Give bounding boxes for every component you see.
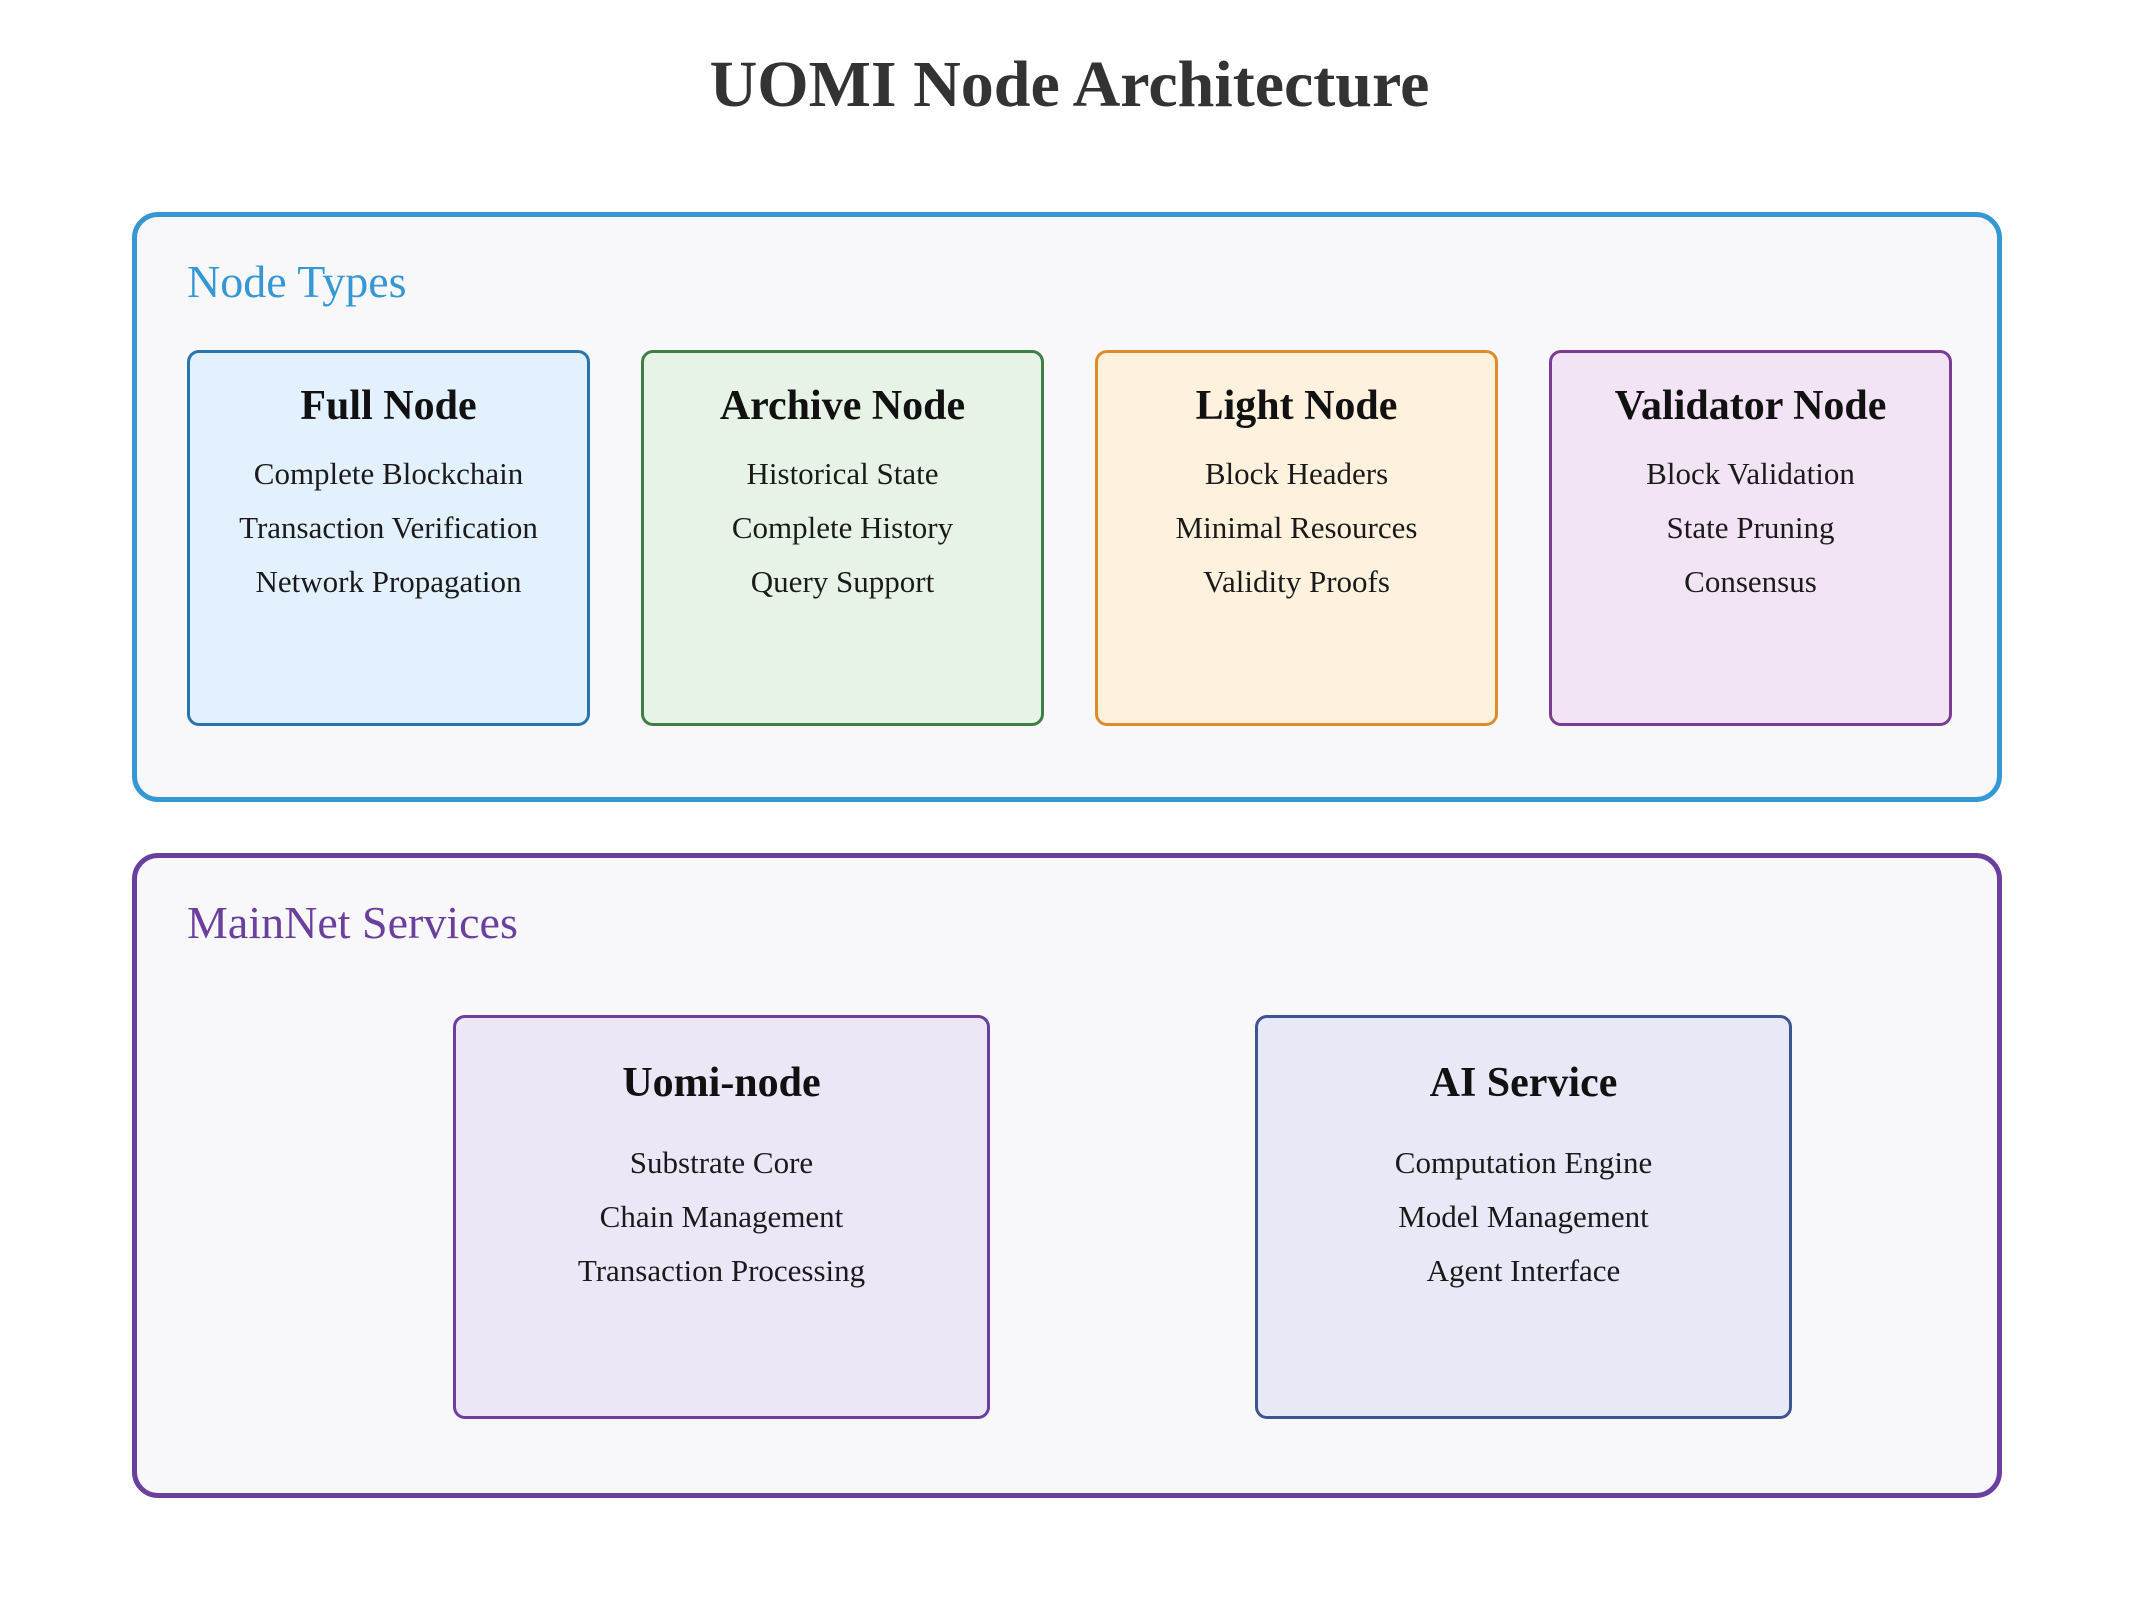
card-item: Complete History	[731, 510, 954, 545]
diagram-title: UOMI Node Architecture	[709, 48, 1430, 121]
light-node-card: Light Node Block Headers Minimal Resourc…	[1095, 350, 1498, 726]
card-item: Model Management	[1398, 1199, 1649, 1234]
card-item: Validity Proofs	[1203, 564, 1390, 599]
card-item: Block Validation	[1646, 456, 1855, 491]
full-node-card: Full Node Complete Blockchain Transactio…	[187, 350, 590, 726]
card-item: Chain Management	[599, 1199, 844, 1234]
ai-service-card: AI Service Computation Engine Model Mana…	[1255, 1015, 1792, 1419]
full-node-title: Full Node	[300, 383, 477, 429]
card-item: Computation Engine	[1394, 1145, 1653, 1180]
light-node-title: Light Node	[1195, 383, 1398, 429]
card-item: State Pruning	[1666, 510, 1835, 545]
card-item: Query Support	[750, 564, 935, 599]
card-item: Agent Interface	[1426, 1253, 1621, 1288]
card-item: Block Headers	[1204, 456, 1389, 491]
validator-node-title: Validator Node	[1614, 383, 1887, 429]
card-item: Consensus	[1684, 564, 1817, 599]
uomi-node-card: Uomi-node Substrate Core Chain Managemen…	[453, 1015, 990, 1419]
archive-node-title: Archive Node	[719, 383, 966, 429]
ai-service-title: AI Service	[1429, 1060, 1618, 1106]
mainnet-services-section: MainNet Services Uomi-node Substrate Cor…	[132, 853, 2002, 1498]
card-item: Historical State	[746, 456, 939, 491]
card-item: Substrate Core	[629, 1145, 814, 1180]
uomi-node-title: Uomi-node	[622, 1060, 821, 1106]
node-types-title: Node Types	[187, 256, 407, 307]
validator-node-card: Validator Node Block Validation State Pr…	[1549, 350, 1952, 726]
card-item: Transaction Processing	[577, 1253, 866, 1288]
archive-node-card: Archive Node Historical State Complete H…	[641, 350, 1044, 726]
card-item: Minimal Resources	[1175, 510, 1418, 545]
card-item: Transaction Verification	[239, 510, 538, 545]
card-item: Network Propagation	[255, 564, 522, 599]
node-types-section: Node Types Full Node Complete Blockchain…	[132, 212, 2002, 802]
card-item: Complete Blockchain	[253, 456, 524, 491]
mainnet-services-title: MainNet Services	[187, 897, 518, 948]
